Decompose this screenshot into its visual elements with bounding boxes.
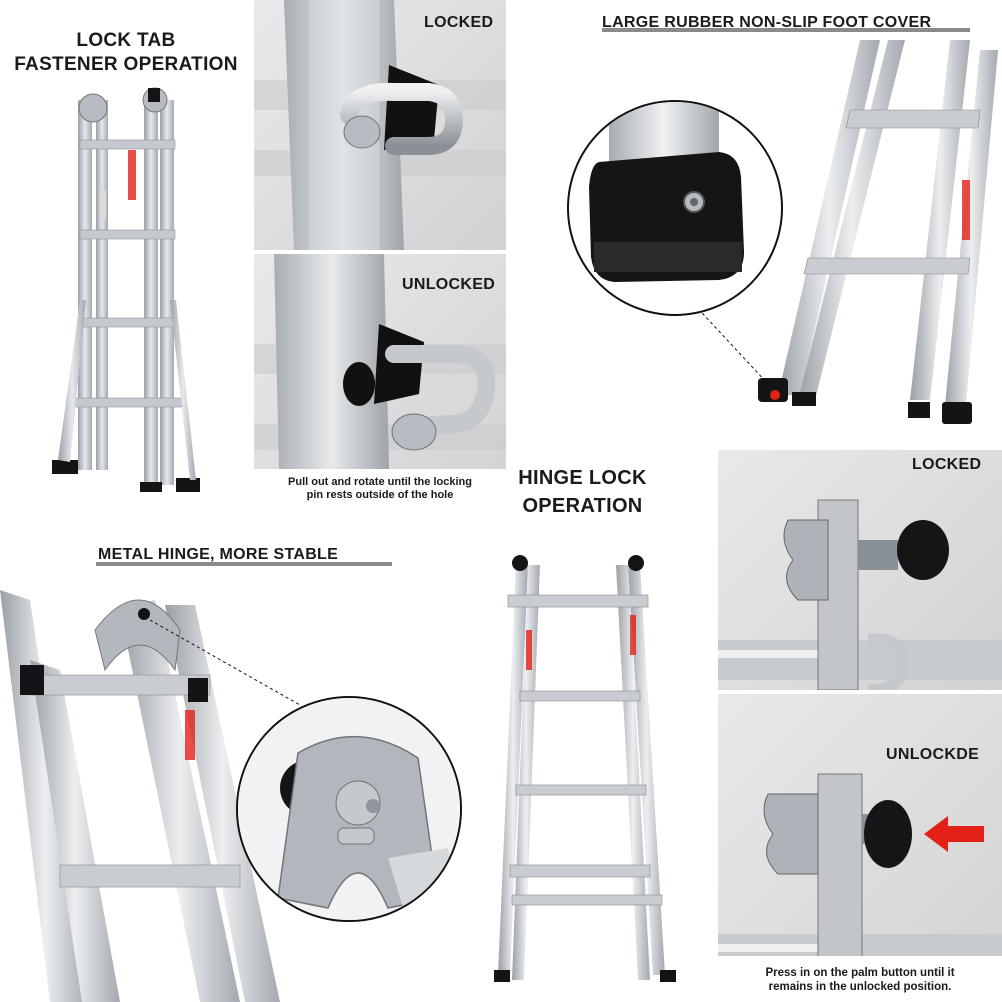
lock-tab-title-line1: LOCK TAB (76, 30, 176, 51)
hinge-unlocked-panel: UNLOCKDE Press in on the palm button unt… (718, 694, 1002, 1002)
metal-hinge-title: METAL HINGE, MORE STABLE (98, 546, 339, 563)
metal-hinge-panel: METAL HINGE, MORE STABLE (0, 510, 470, 1002)
unlocked-pin-panel: UNLOCKED Pull out and rotate until the l… (254, 254, 506, 506)
press-arrow-icon (924, 816, 984, 852)
metal-hinge-closeup (238, 698, 460, 920)
hinge-lock-panel: HINGE LOCK OPERATION (470, 455, 715, 1002)
hinge-locked-panel: LOCKED (718, 450, 1002, 690)
lock-tab-panel: LOCK TAB FASTENER OPERATION (0, 0, 252, 505)
unlocked-pin-caption-line2: pin rests outside of the hole (306, 489, 454, 501)
foot-cover-title: LARGE RUBBER NON-SLIP FOOT COVER (602, 14, 932, 31)
hinge-unlocked-caption-line2: remains in the unlocked position. (768, 981, 952, 993)
hinge-locked-label: LOCKED (912, 456, 982, 473)
foot-cover-title-underline (602, 28, 970, 32)
hinge-unlocked-illustration (718, 773, 1002, 1002)
unlocked-pin-label: UNLOCKED (402, 276, 496, 293)
metal-hinge-title-underline (96, 562, 392, 566)
foot-cover-illustration (689, 40, 998, 424)
metal-hinge-zoom-callout (236, 696, 462, 922)
locked-pin-panel: LOCKED (254, 0, 506, 250)
hinge-lock-title-line1: HINGE LOCK (518, 467, 647, 489)
standing-ladder-illustration (494, 555, 676, 982)
hinge-unlocked-caption-line1: Press in on the palm button until it (765, 967, 955, 979)
unlocked-pin-caption-line1: Pull out and rotate until the locking (288, 476, 472, 488)
folded-ladder-illustration (52, 87, 200, 492)
hinge-unlocked-label: UNLOCKDE (886, 746, 980, 763)
locked-pin-illustration (254, 0, 506, 250)
hinge-locked-illustration (718, 499, 1002, 690)
hinge-lock-title-line2: OPERATION (522, 495, 643, 517)
foot-cover-zoom-callout (567, 100, 783, 316)
locked-pin-label: LOCKED (424, 14, 494, 31)
lock-tab-title-line2: FASTENER OPERATION (14, 54, 238, 75)
foot-cover-panel: LARGE RUBBER NON-SLIP FOOT COVER (510, 0, 1002, 445)
rubber-foot-closeup (589, 102, 744, 282)
unlocked-pin-illustration (254, 254, 506, 506)
